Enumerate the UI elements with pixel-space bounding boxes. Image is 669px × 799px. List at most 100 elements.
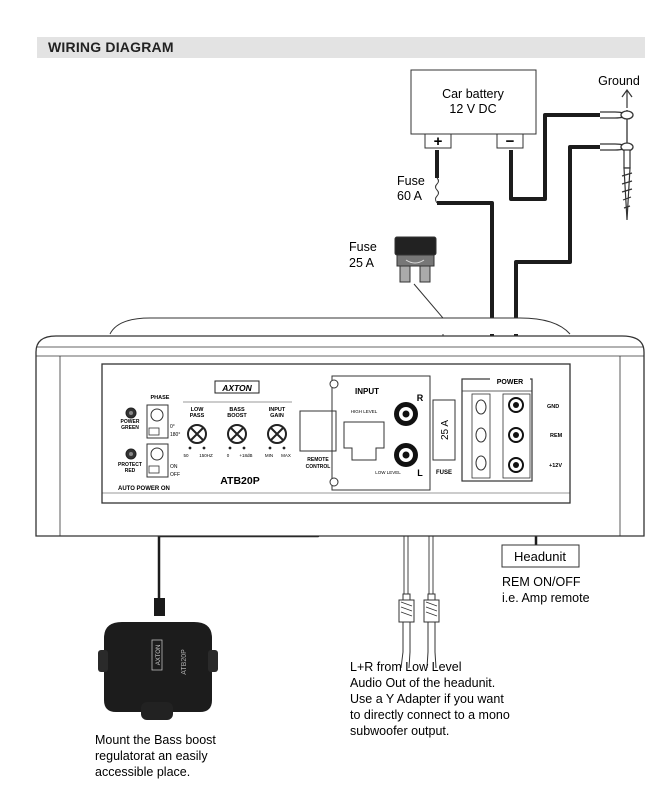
amp-fuse-holder: 25 A FUSE [432, 399, 456, 476]
power-led-label: POWER [121, 419, 140, 425]
fuse-60a-value: 60 A [397, 189, 423, 203]
battery-label: Car battery [442, 87, 505, 101]
rca-r-label: R [417, 393, 424, 403]
amp-fuse-caption: FUSE [436, 470, 452, 476]
input-title-bg [346, 385, 388, 395]
ground-label: Ground [598, 74, 640, 88]
ground: Ground [598, 74, 640, 221]
wire-battery-negative [509, 113, 600, 201]
input-section-frame [331, 375, 431, 491]
amp-brand-badge [214, 380, 260, 394]
fuse-60a: Fuse 60 A [397, 174, 425, 203]
bass-boost-label: BASS [229, 407, 245, 413]
gnd-terminal[interactable] [508, 397, 524, 413]
power-title: POWER [497, 379, 523, 386]
input-title: INPUT [355, 387, 379, 396]
fuse-25a-label: Fuse [349, 240, 377, 254]
input-gain-group: INPUT GAIN MIN MAX [265, 407, 291, 458]
phase-180-label: 180° [170, 432, 180, 438]
remote-body [104, 622, 212, 712]
amp-model: ATB20P [220, 475, 259, 487]
remote-model: ATB20P [181, 649, 188, 675]
battery-voltage: 12 V DC [449, 102, 496, 116]
plus12v-label: +12V [549, 463, 562, 469]
auto-power-caption: AUTO POWER ON [118, 486, 170, 492]
low-pass-group: LOW PASS 50 150HZ [183, 407, 213, 458]
gnd-label: GND [547, 404, 559, 410]
low-pass-knob[interactable] [187, 424, 207, 450]
ground-screw-icon [621, 149, 633, 221]
fuse-60a-label: Fuse [397, 174, 425, 188]
input-gain-knob[interactable] [267, 424, 287, 450]
headunit-note-2: i.e. Amp remote [502, 591, 590, 605]
input-gain-min: MIN [265, 453, 273, 458]
remote-control-label-2: CONTROL [306, 464, 331, 470]
remote-note-3: accessible place. [95, 765, 190, 779]
wire-gnd [514, 145, 600, 405]
battery-negative-terminal [496, 133, 524, 149]
header-bar: WIRING DIAGRAM [37, 37, 645, 58]
amp-brand: AXTON [221, 383, 252, 393]
battery-plus-sign: + [434, 133, 443, 150]
rca-note-3: Use a Y Adapter if you want [350, 692, 504, 706]
low-level-label: LOW LEVEL [375, 470, 401, 475]
rca-note-4: to directly connect to a mono [350, 708, 510, 722]
remote-control-port[interactable] [299, 410, 337, 452]
phase-label: PHASE [151, 395, 170, 401]
page-title: WIRING DIAGRAM [48, 39, 174, 55]
rem-terminal[interactable] [508, 427, 524, 443]
protect-led [125, 448, 137, 460]
fuse-25a-value: 25 A [349, 256, 375, 270]
amplifier: AXTON ATB20P PHASE 0° 180° POWER GREEN P… [35, 317, 645, 537]
bass-boost-knob[interactable] [227, 424, 247, 450]
phase-switch[interactable] [146, 404, 169, 439]
power-title-bg [490, 374, 530, 384]
input-gain-label-2: GAIN [270, 413, 284, 419]
rca-note-2: Audio Out of the headunit. [350, 676, 495, 690]
bass-boost-label-2: BOOST [227, 413, 247, 419]
remote-cable-strain [154, 598, 165, 616]
headunit-label: Headunit [514, 549, 566, 564]
screw-hole [329, 379, 339, 389]
rca-l-label: L [417, 468, 423, 478]
rca-plugs [398, 593, 440, 669]
input-gain-label: INPUT [269, 407, 286, 413]
rca-note-1: L+R from Low Level [350, 660, 462, 674]
input-gain-max: MAX [281, 453, 291, 458]
plus12v-terminal[interactable] [508, 457, 524, 473]
rca-plug-left-icon [398, 593, 415, 669]
high-level-connector[interactable] [343, 421, 385, 461]
power-led [125, 407, 137, 419]
bass-boost-group: BASS BOOST 0 +18dB [227, 407, 253, 458]
remote-note-1: Mount the Bass boost [95, 733, 216, 747]
battery-minus-sign: − [506, 133, 515, 150]
headunit-note-1: REM ON/OFF [502, 575, 581, 589]
low-pass-max: 150HZ [199, 453, 213, 458]
auto-power-switch[interactable] [146, 443, 169, 478]
arrow-up-icon [621, 88, 633, 108]
remote-brand: AXTON [156, 645, 162, 666]
rca-jack-right[interactable] [394, 402, 418, 426]
protect-led-color: RED [125, 468, 136, 474]
bass-remote: AXTON ATB20P [98, 598, 218, 720]
auto-power-on: ON [170, 464, 178, 470]
headunit-box [501, 544, 580, 568]
wire-fuse60-squiggle [435, 177, 439, 204]
power-led-color: GREEN [121, 425, 139, 431]
remote-knob[interactable] [141, 702, 173, 720]
blade-fuse-icon [394, 236, 437, 283]
amp-top-bezel [109, 317, 571, 335]
headunit: Headunit REM ON/OFF i.e. Amp remote [501, 544, 590, 605]
remote-note: Mount the Bass boost regulatorat an easi… [95, 733, 216, 779]
bass-boost-max: +18dB [239, 453, 252, 458]
bass-boost-min: 0 [227, 453, 230, 458]
rca-jack-left[interactable] [394, 443, 418, 467]
low-pass-min: 50 [183, 453, 189, 458]
fuse-25a-inline: Fuse 25 A [349, 236, 437, 283]
remote-note-2: regulatorat an easily [95, 749, 208, 763]
low-pass-label: LOW [191, 407, 205, 413]
car-battery: Car battery 12 V DC + − [410, 69, 537, 150]
high-level-label: HIGH LEVEL [351, 409, 378, 414]
amp-fuse-value: 25 A [440, 420, 451, 440]
